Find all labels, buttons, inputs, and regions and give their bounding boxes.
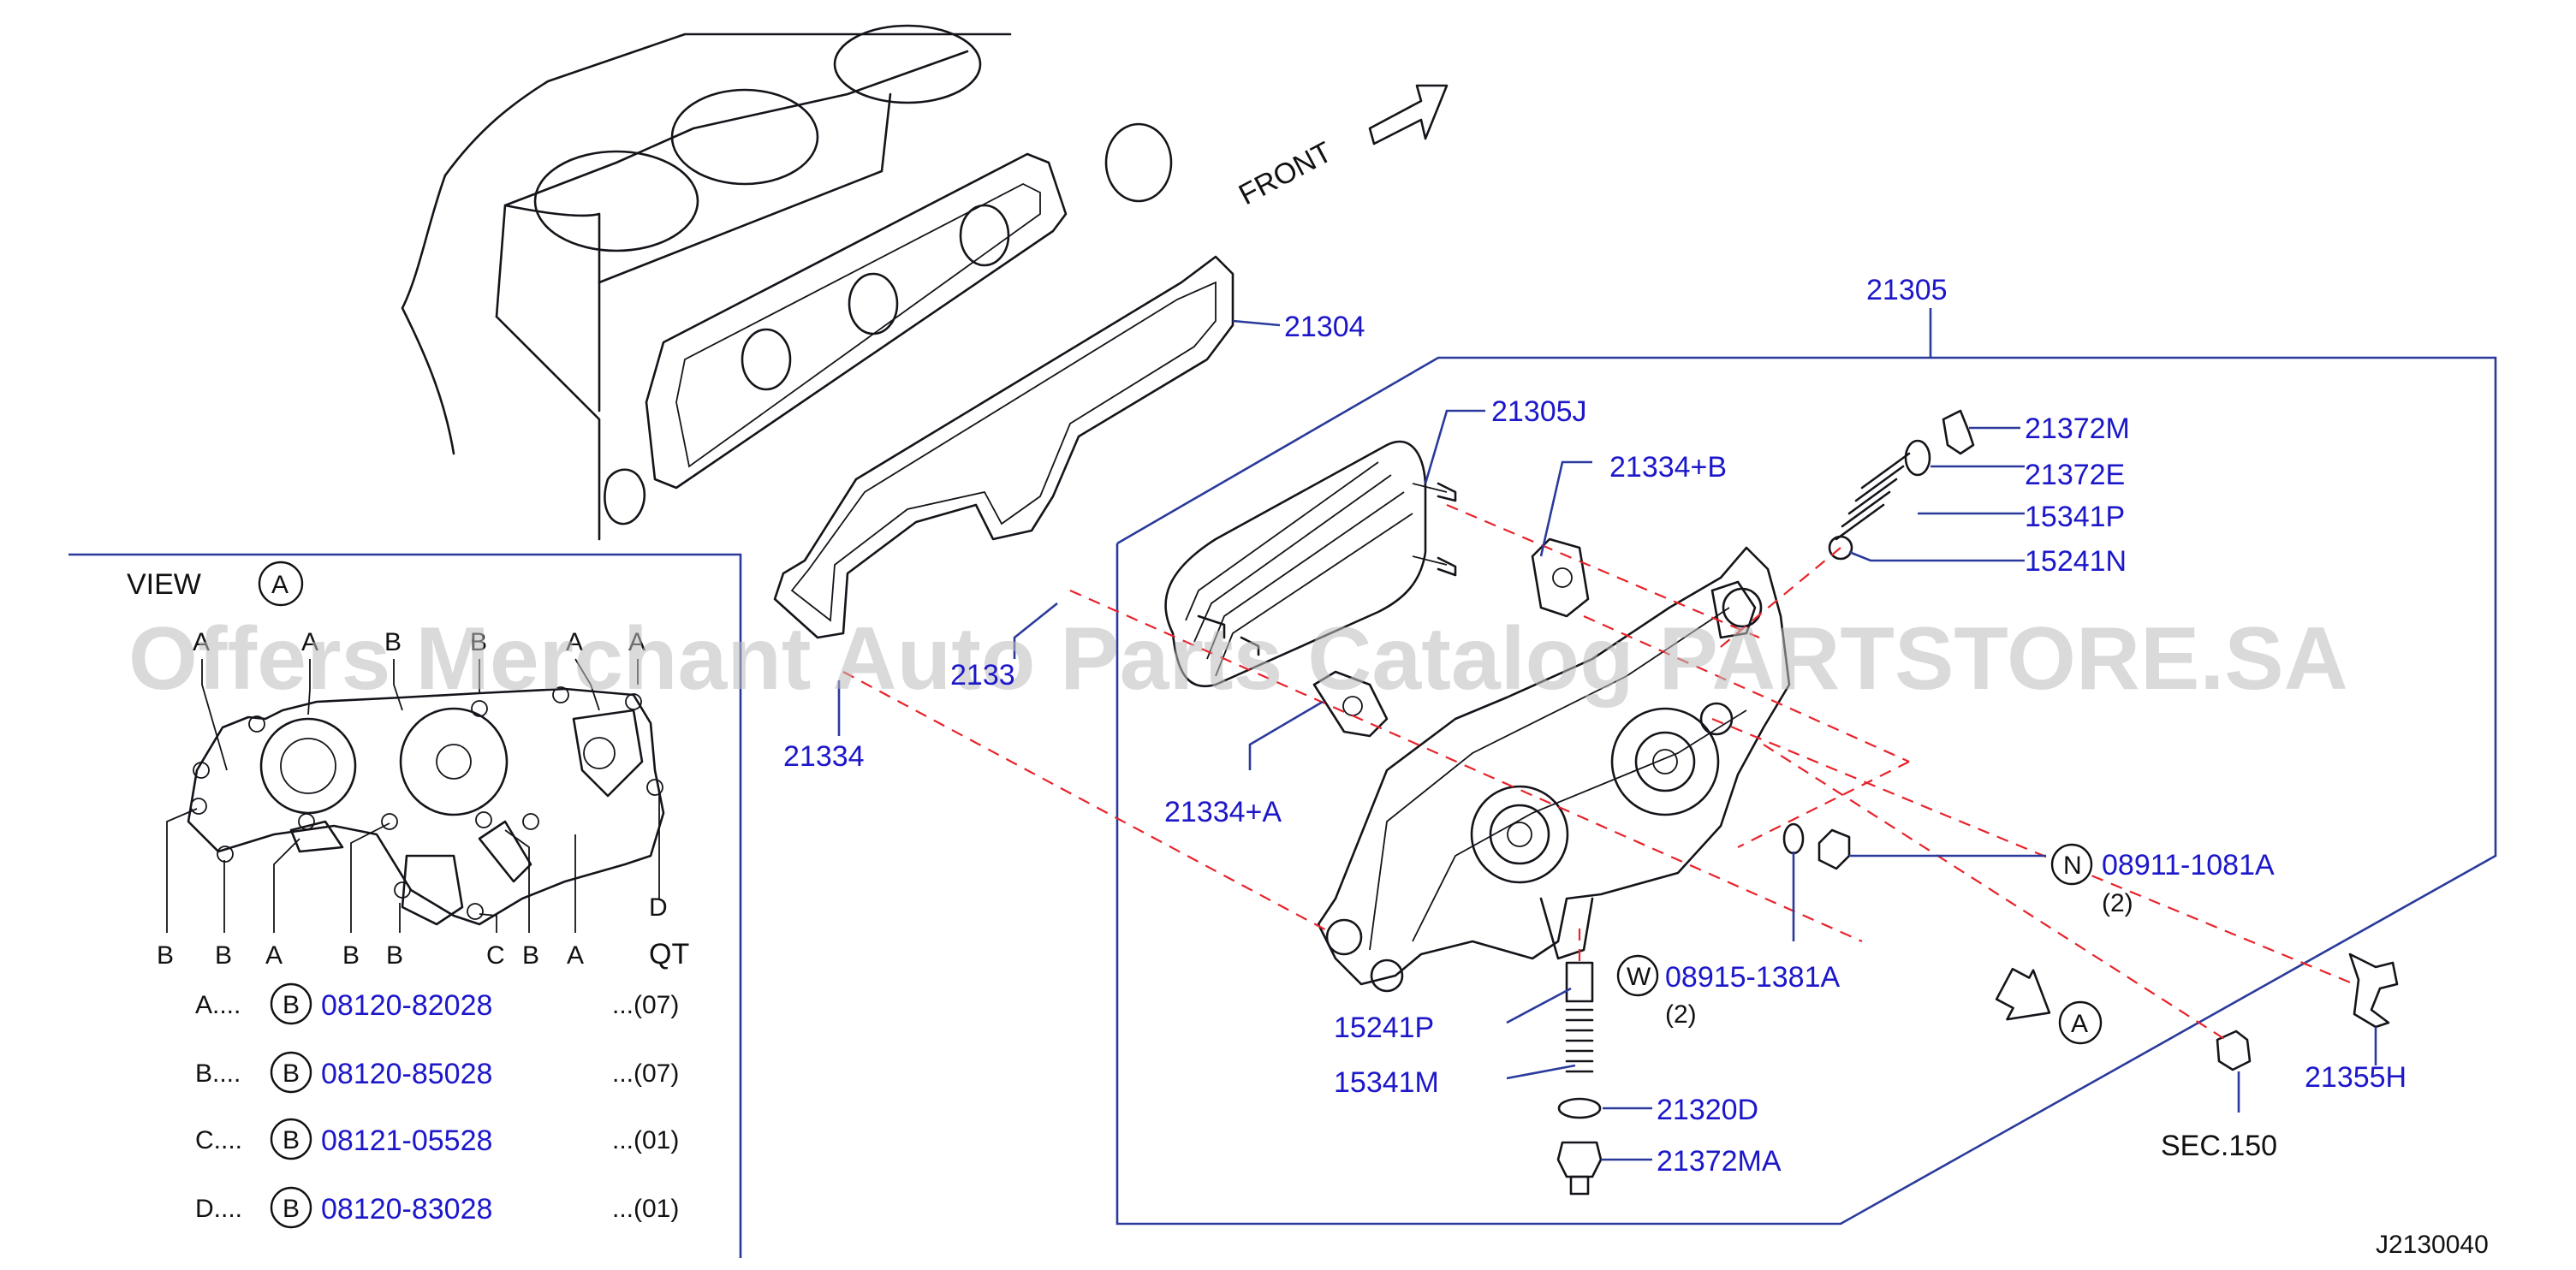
bolt-letter: C.... (195, 1126, 242, 1154)
part-link-21334-obscured[interactable]: 2133 (950, 659, 1015, 691)
part-link-21334b[interactable]: 21334+B (1609, 451, 1727, 484)
bolt-qty: ...(01) (612, 1126, 679, 1154)
view-bottom-letter: B (522, 941, 539, 970)
part-link-08911-1081a[interactable]: 08911-1081A (2102, 849, 2275, 881)
view-label: VIEW (127, 568, 201, 601)
view-bottom-letter: B (386, 941, 403, 970)
bolt-letter: B.... (195, 1059, 241, 1088)
view-bottom-letter: C (486, 941, 505, 970)
view-a-panel: VIEW A A A B B A A (68, 553, 742, 1258)
bolt-row: D.... B 08120-83028 ...(01) (195, 1186, 679, 1229)
view-top-letter: A (301, 628, 318, 656)
view-bottom-letter: B (215, 941, 232, 970)
bolt-row: C.... B 08121-05528 ...(01) (195, 1118, 679, 1160)
bolt-table: A.... B 08120-82028 ...(07) B.... B 0812… (195, 982, 679, 1229)
part-link-21372m[interactable]: 21372M (2025, 412, 2130, 445)
part-link-21304[interactable]: 21304 (1284, 311, 1365, 343)
part-link-21320d[interactable]: 21320D (1657, 1094, 1758, 1126)
nut-qty: (2) (2102, 889, 2133, 917)
part-link-15341m[interactable]: 15341M (1334, 1066, 1439, 1099)
part-link-15341p[interactable]: 15341P (2025, 501, 2125, 533)
watermark-text: Offers Merchant Auto Parts Catalog PARTS… (128, 609, 2348, 709)
part-link-21305j[interactable]: 21305J (1491, 395, 1587, 428)
bolt-letter: A.... (195, 991, 241, 1019)
bolt-part-link[interactable]: 08120-85028 (321, 1058, 492, 1090)
bolt-symbol: B (283, 1195, 300, 1223)
view-top-letter: B (470, 628, 487, 656)
view-a-callout-letter: A (2071, 1010, 2088, 1038)
bolt-qty: ...(07) (612, 991, 679, 1019)
part-callouts: 21304 21305 21305J 21334+B 2133 21334 21… (783, 274, 2406, 1178)
bolt-qty: ...(07) (612, 1059, 679, 1088)
diagram-code: J2130040 (2376, 1231, 2489, 1259)
bolt-letter: D.... (195, 1195, 242, 1223)
view-top-letter: A (566, 628, 583, 656)
front-direction-indicator: FRONT (1234, 84, 1449, 212)
view-bottom-letter: B (342, 941, 360, 970)
bolt-row: B.... B 08120-85028 ...(07) (195, 1051, 679, 1094)
nut-symbol: N (2063, 852, 2082, 880)
view-top-letters: A A B B A A (193, 628, 645, 656)
view-top-letter: B (384, 628, 402, 656)
section-reference-link[interactable]: SEC.150 (2161, 1130, 2277, 1162)
bolt-part-link[interactable]: 08121-05528 (321, 1125, 492, 1157)
washer-symbol-circle (1616, 954, 1659, 997)
bolt-symbol: B (283, 1126, 300, 1154)
oil-pump-assembly-illustration (1164, 409, 2399, 1196)
qt-header: QT (649, 938, 689, 970)
bolt-part-link[interactable]: 08120-83028 (321, 1193, 492, 1225)
front-label: FRONT (1234, 136, 1337, 212)
view-bottom-letter: A (567, 941, 584, 970)
view-bottom-letter: D (649, 893, 668, 922)
part-link-21372ma[interactable]: 21372MA (1657, 1145, 1782, 1178)
view-marker-circle (258, 561, 304, 607)
view-bottom-letter: B (157, 941, 174, 970)
leader-lines (837, 319, 2377, 1161)
alignment-lines (842, 503, 2355, 1041)
bolt-part-link[interactable]: 08120-82028 (321, 989, 492, 1022)
bolt-qty: ...(01) (612, 1195, 679, 1223)
view-direction-arrow-icon (1995, 967, 2051, 1021)
view-top-letter: A (193, 628, 210, 656)
washer-symbol: W (1627, 963, 1651, 991)
view-bottom-letters: B B A B B C B A D (157, 893, 668, 970)
bolt-symbol: B (283, 991, 300, 1019)
part-link-21355h[interactable]: 21355H (2305, 1061, 2406, 1094)
part-link-21334[interactable]: 21334 (783, 740, 865, 773)
view-bolt-holes (190, 686, 663, 920)
engine-block-illustration (401, 24, 1234, 639)
washer-qty: (2) (1665, 1000, 1697, 1029)
bolt-row: A.... B 08120-82028 ...(07) (195, 982, 679, 1025)
part-link-21334a[interactable]: 21334+A (1164, 796, 1282, 828)
part-link-15241p[interactable]: 15241P (1334, 1012, 1434, 1044)
bolt-symbol: B (283, 1059, 300, 1088)
part-link-08915-1381a[interactable]: 08915-1381A (1665, 961, 1841, 994)
view-bottom-letter: A (265, 941, 283, 970)
part-link-21305[interactable]: 21305 (1866, 274, 1948, 306)
part-link-15241n[interactable]: 15241N (2025, 545, 2127, 578)
front-arrow-icon (1368, 84, 1449, 145)
view-top-letter: A (628, 628, 645, 656)
assembly-21305-boundary (1115, 308, 2497, 1225)
view-marker-letter: A (271, 571, 289, 599)
nut-symbol-circle (2050, 843, 2093, 886)
view-a-callout-circle (2058, 1000, 2103, 1045)
part-link-21372e[interactable]: 21372E (2025, 459, 2125, 491)
